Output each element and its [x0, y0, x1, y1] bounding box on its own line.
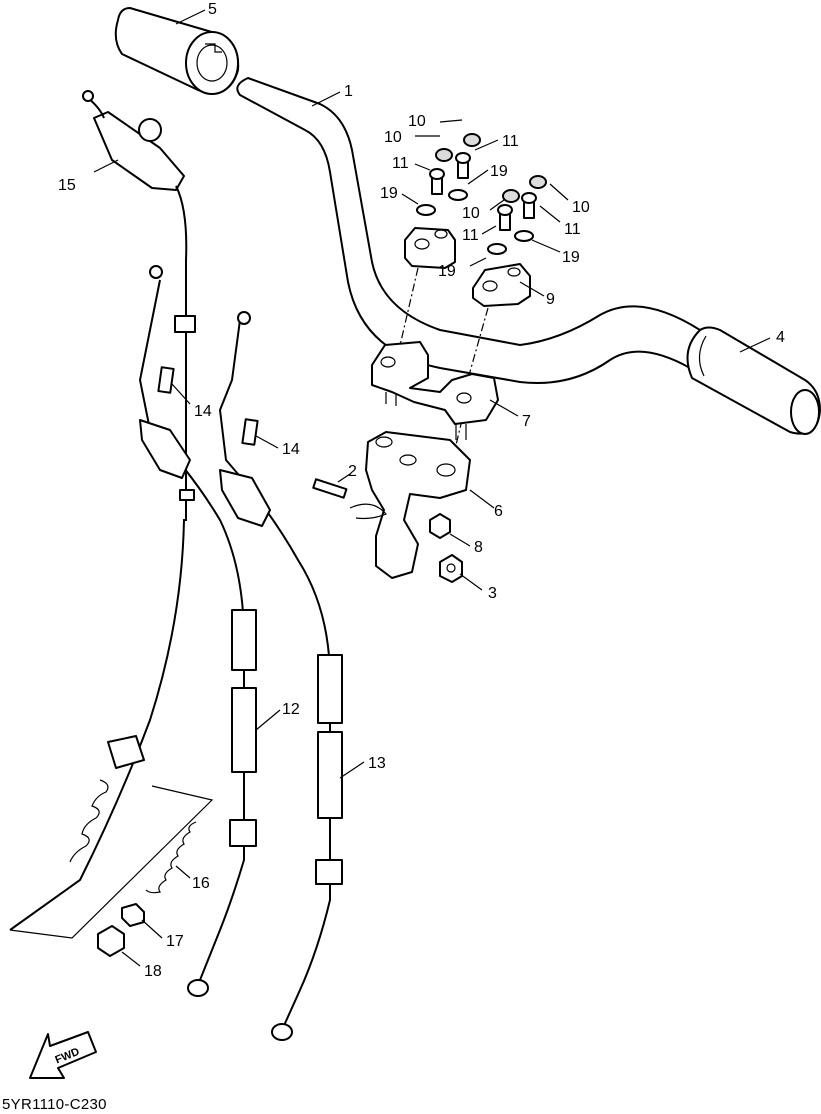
callout-19: 19 — [562, 249, 580, 266]
spring-part — [9, 785, 214, 939]
throttle-grip-part — [114, 7, 240, 95]
upper-holder-right — [472, 263, 531, 307]
callout-19: 19 — [438, 263, 456, 280]
callout-2: 2 — [348, 463, 357, 480]
callout-11: 11 — [392, 155, 409, 172]
callout-8: 8 — [474, 539, 483, 556]
callout-18: 18 — [144, 963, 162, 980]
callout-11: 11 — [462, 227, 479, 244]
callout-3: 3 — [488, 585, 497, 602]
callout-14: 14 — [194, 403, 212, 420]
callout-14: 14 — [282, 441, 300, 458]
callout-6: 6 — [494, 503, 503, 520]
leader-lines — [93, 9, 771, 967]
callout-11: 11 — [564, 221, 581, 238]
callout-4: 4 — [776, 329, 785, 346]
callout-15: 15 — [58, 177, 76, 194]
callout-10: 10 — [384, 129, 402, 146]
callout-13: 13 — [368, 755, 386, 772]
diagram-code-label: 5YR1110-C230 — [2, 1096, 107, 1113]
cable-lever-end-part — [82, 90, 185, 191]
callout-9: 9 — [546, 291, 555, 308]
callout-16: 16 — [192, 875, 210, 892]
upper-holder-left — [404, 227, 456, 269]
callout-10: 10 — [462, 205, 480, 222]
mount-bolt-part — [312, 478, 387, 520]
callout-19: 19 — [490, 163, 508, 180]
callout-17: 17 — [166, 933, 184, 950]
cables-group — [9, 185, 343, 1041]
steering-clamp-part — [365, 431, 471, 579]
nut-parts — [429, 513, 463, 583]
bolts-and-washers — [416, 133, 547, 255]
left-grip-part — [686, 326, 821, 435]
callout-10: 10 — [572, 199, 590, 216]
callout-numbers: 5 1 10 10 11 11 19 19 10 10 11 11 19 19 … — [58, 1, 785, 980]
lower-holder-part — [371, 341, 499, 440]
collar-part — [121, 903, 145, 927]
forward-arrow-icon: FWD — [29, 1031, 97, 1079]
callout-11: 11 — [502, 133, 519, 150]
callout-5: 5 — [208, 1, 217, 18]
handlebar-part — [236, 77, 736, 385]
callout-10: 10 — [408, 113, 426, 130]
bracket-bolts-part — [157, 366, 259, 446]
callout-12: 12 — [282, 701, 300, 718]
callout-1: 1 — [344, 83, 353, 100]
callout-19: 19 — [380, 185, 398, 202]
cap-nut-part — [97, 925, 125, 957]
callout-7: 7 — [522, 413, 531, 430]
